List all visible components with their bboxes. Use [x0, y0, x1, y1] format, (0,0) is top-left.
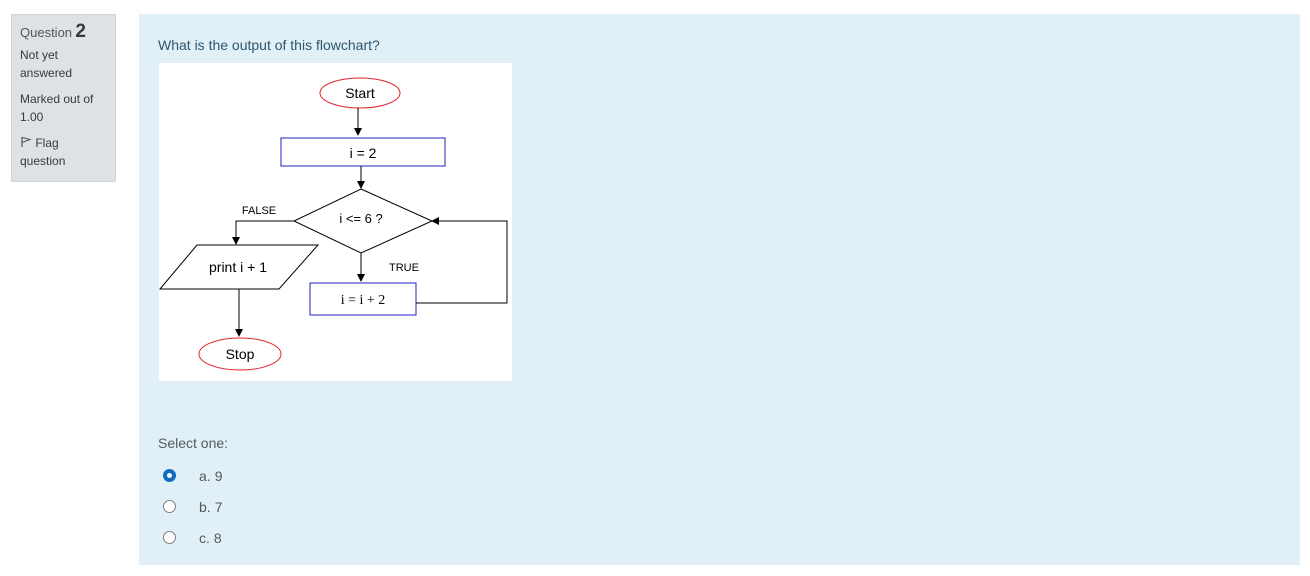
- stop-terminal: [198, 337, 282, 371]
- flag-icon: [20, 135, 32, 147]
- stop-label: Stop: [226, 346, 255, 362]
- false-label: FALSE: [242, 205, 276, 217]
- answer-option-a[interactable]: a. 9: [163, 460, 222, 491]
- update-box: [309, 282, 417, 316]
- init-label: i = 2: [350, 145, 377, 161]
- radio-option-c[interactable]: [163, 531, 176, 544]
- question-number: Question 2: [20, 21, 86, 42]
- flowchart-image: Start i = 2 i <= 6 ? FALSE print i + 1 S…: [159, 63, 512, 381]
- start-label: Start: [345, 85, 375, 101]
- output-label: print i + 1: [209, 259, 267, 275]
- radio-option-a[interactable]: [163, 469, 176, 482]
- arrow-loop-back: [416, 217, 508, 304]
- output-parallelogram: [159, 244, 320, 290]
- question-state: Not yet answered: [20, 48, 73, 80]
- question-info-panel: Question 2 Not yet answered Marked out o…: [11, 14, 116, 182]
- init-box: [280, 137, 446, 167]
- answer-options: a. 9 b. 7 c. 8: [163, 460, 222, 553]
- question-grade: Marked out of 1.00: [20, 92, 94, 124]
- select-one-prompt: Select one:: [158, 435, 229, 451]
- answer-option-b[interactable]: b. 7: [163, 491, 222, 522]
- question-text: What is the output of this flowchart?: [158, 37, 380, 53]
- radio-option-b[interactable]: [163, 500, 176, 513]
- flag-question-link[interactable]: Flag question: [20, 135, 66, 168]
- question-formulation: What is the output of this flowchart? St…: [139, 14, 1300, 565]
- condition-label: i <= 6 ?: [339, 211, 382, 226]
- start-terminal: [319, 77, 401, 109]
- answer-option-c[interactable]: c. 8: [163, 522, 222, 553]
- true-label: TRUE: [389, 262, 419, 274]
- update-label: i = i + 2: [341, 293, 386, 308]
- arrow-false-branch: [232, 220, 294, 245]
